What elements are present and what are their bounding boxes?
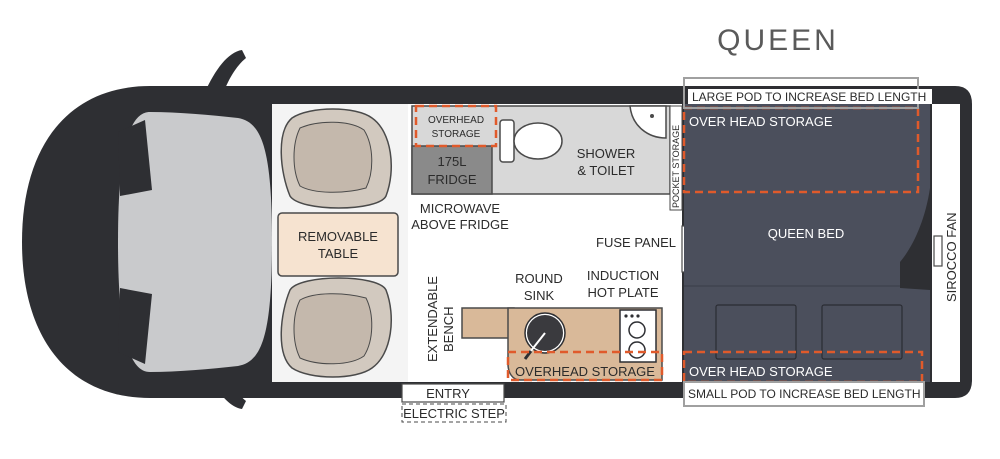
induction-label-2: HOT PLATE <box>587 285 658 300</box>
round-sink-icon <box>523 312 566 360</box>
toilet-icon <box>499 119 563 163</box>
seat-top <box>280 108 392 209</box>
removable-table-label-2: TABLE <box>318 246 359 261</box>
large-pod-label-bg <box>688 89 932 104</box>
removable-table <box>277 212 399 277</box>
electric-step <box>401 403 507 423</box>
overhead-storage-top-label: OVER HEAD STORAGE <box>689 114 833 129</box>
round-sink-label-1: ROUND <box>515 271 563 286</box>
small-pod <box>683 381 925 407</box>
fridge-label-2: FRIDGE <box>427 172 476 187</box>
overhead-storage-fridge-label-2: STORAGE <box>432 129 481 140</box>
layout-title: QUEEN <box>717 24 839 57</box>
mirror-top <box>205 50 246 96</box>
entry <box>401 383 505 403</box>
shower-label-2: & TOILET <box>577 163 634 178</box>
extendable-bench <box>461 307 515 339</box>
induction-label-1: INDUCTION <box>587 268 659 283</box>
pocket-storage <box>669 105 683 211</box>
small-pod-label: SMALL POD TO INCREASE BED LENGTH <box>688 387 921 401</box>
microwave-label-2: ABOVE FRIDGE <box>411 217 509 232</box>
bench-label-2: BENCH <box>441 306 456 352</box>
pocket-storage-label: POCKET STORAGE <box>671 125 681 208</box>
overhead-storage-bottom-label: OVER HEAD STORAGE <box>689 364 833 379</box>
windshield <box>118 112 272 372</box>
removable-table-label-1: REMOVABLE <box>298 229 378 244</box>
wiper-top <box>118 120 152 196</box>
seat-bottom <box>280 277 392 378</box>
bench-label-1: EXTENDABLE <box>425 276 440 362</box>
fuse-panel-label: FUSE PANEL <box>596 235 676 250</box>
sirocco-fan <box>933 235 943 267</box>
microwave-label-1: MICROWAVE <box>420 201 500 216</box>
underbed-box-right <box>821 304 903 360</box>
round-sink-label-2: SINK <box>524 288 555 303</box>
fridge-label-1: 175L <box>438 154 467 169</box>
shower-label-1: SHOWER <box>577 146 636 161</box>
shower-basin-icon <box>629 105 667 139</box>
overhead-storage-bottom <box>682 350 924 384</box>
wiper-bottom <box>118 288 152 364</box>
queen-bed-label: QUEEN BED <box>768 226 845 241</box>
entry-label: ENTRY <box>426 386 470 401</box>
overhead-storage-kitchen-label: OVERHEAD STORAGE <box>515 364 655 379</box>
large-pod-label: LARGE POD TO INCREASE BED LENGTH <box>692 90 926 104</box>
overhead-storage-fridge-label-1: OVERHEAD <box>428 115 484 126</box>
hot-plate-icon <box>619 309 657 363</box>
underbed-box-left <box>715 304 797 360</box>
queen-bed <box>684 104 930 382</box>
sirocco-fan-label: SIROCCO FAN <box>944 212 959 302</box>
overhead-storage-fridge <box>414 104 498 148</box>
electric-step-label: ELECTRIC STEP <box>403 406 505 421</box>
